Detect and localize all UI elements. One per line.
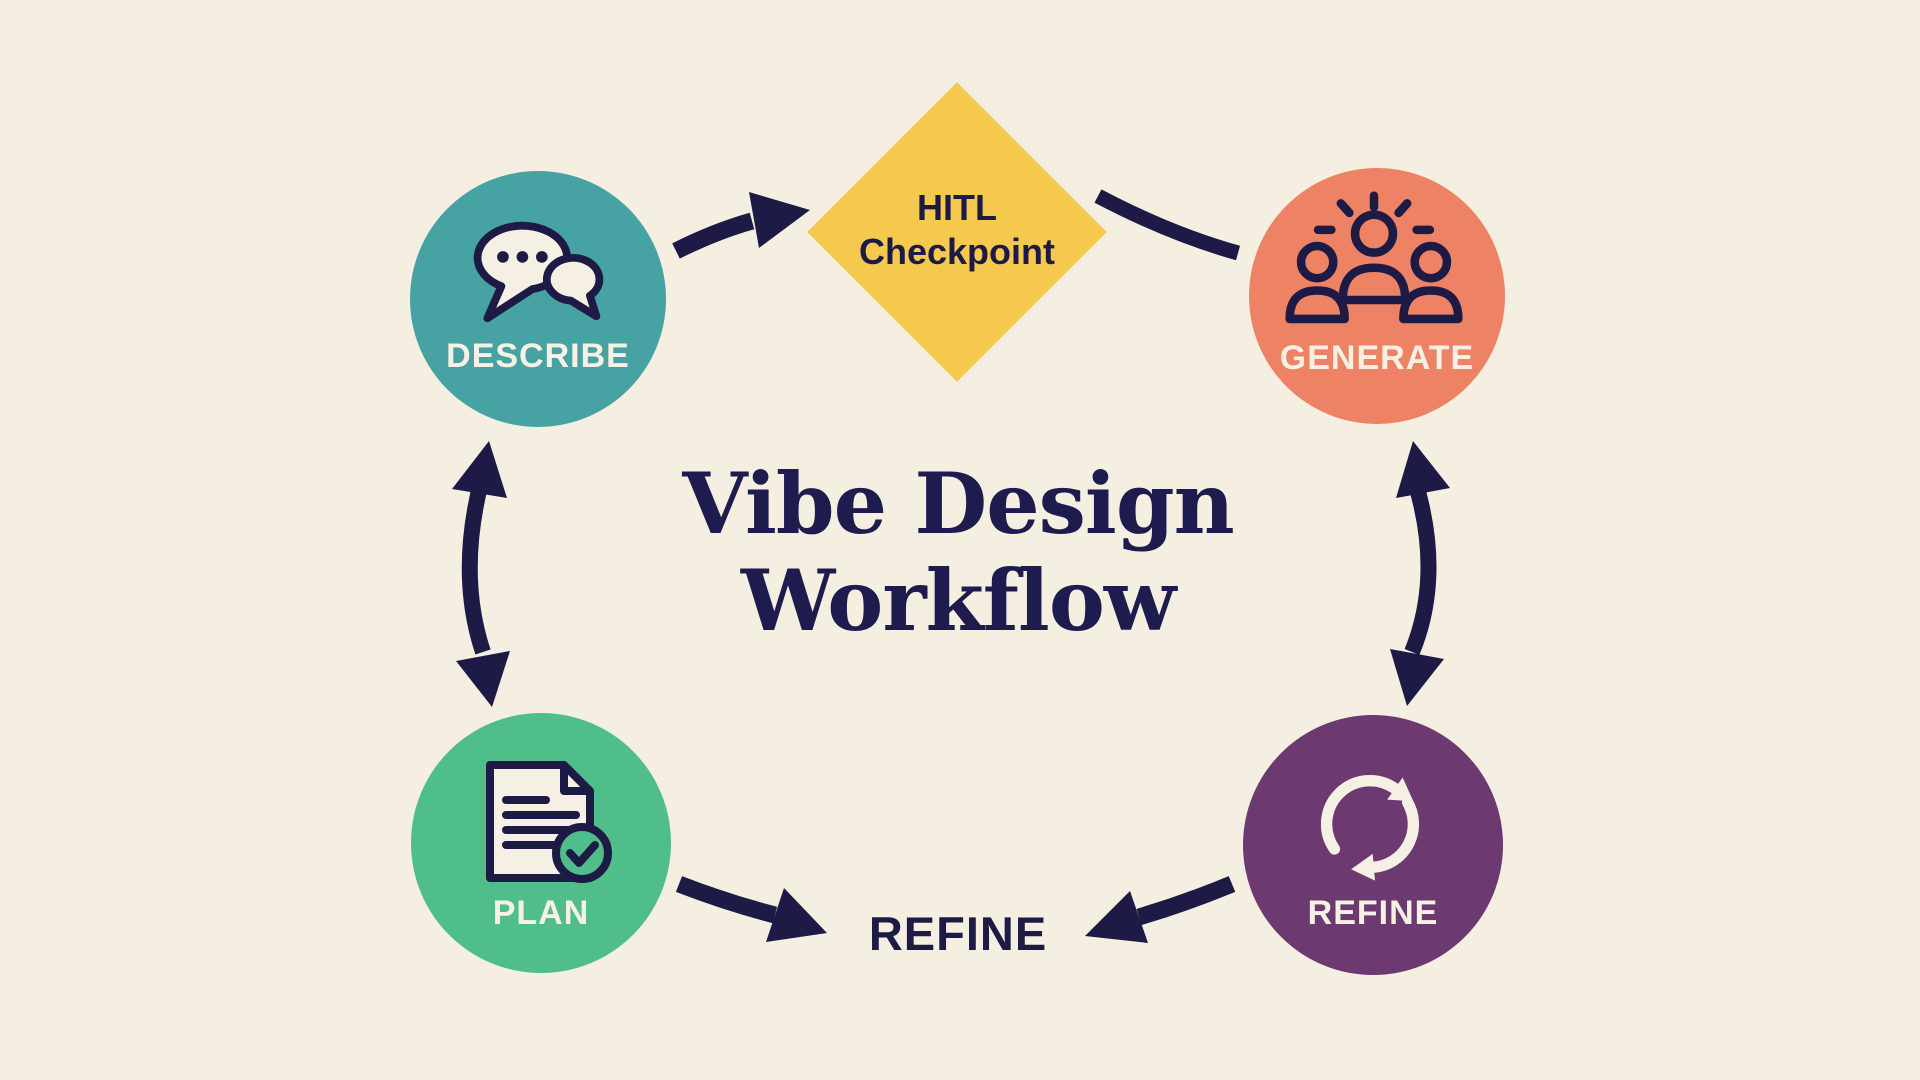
generate-node: GENERATE (1249, 168, 1505, 424)
hitl-line2: Checkpoint (858, 231, 1055, 272)
team-idea-icon (1285, 191, 1463, 324)
title-line2: Workflow (740, 551, 1176, 650)
generate-label: GENERATE (1279, 339, 1475, 377)
title-line1: Vibe Design (682, 454, 1234, 553)
plan-label: PLAN (492, 894, 590, 932)
describe-node: DESCRIBE (410, 171, 666, 427)
connector-hitl-to-generate (1094, 189, 1241, 261)
document-check-icon (486, 761, 612, 883)
chat-bubbles-icon (473, 221, 604, 323)
hitl-checkpoint-label: HITL Checkpoint (831, 186, 1083, 274)
refine-node: REFINE (1243, 715, 1503, 975)
describe-label: DESCRIBE (446, 337, 630, 375)
plan-node: PLAN (411, 713, 671, 973)
arrow-describe-to-hitl (672, 192, 810, 259)
cycle-arrows-icon (1320, 774, 1420, 881)
refine-circle-label: REFINE (1307, 894, 1439, 932)
hitl-line1: HITL (917, 187, 997, 228)
refine-step-label: REFINE (868, 907, 1048, 960)
page-title: Vibe Design Workflow (0, 455, 1916, 649)
